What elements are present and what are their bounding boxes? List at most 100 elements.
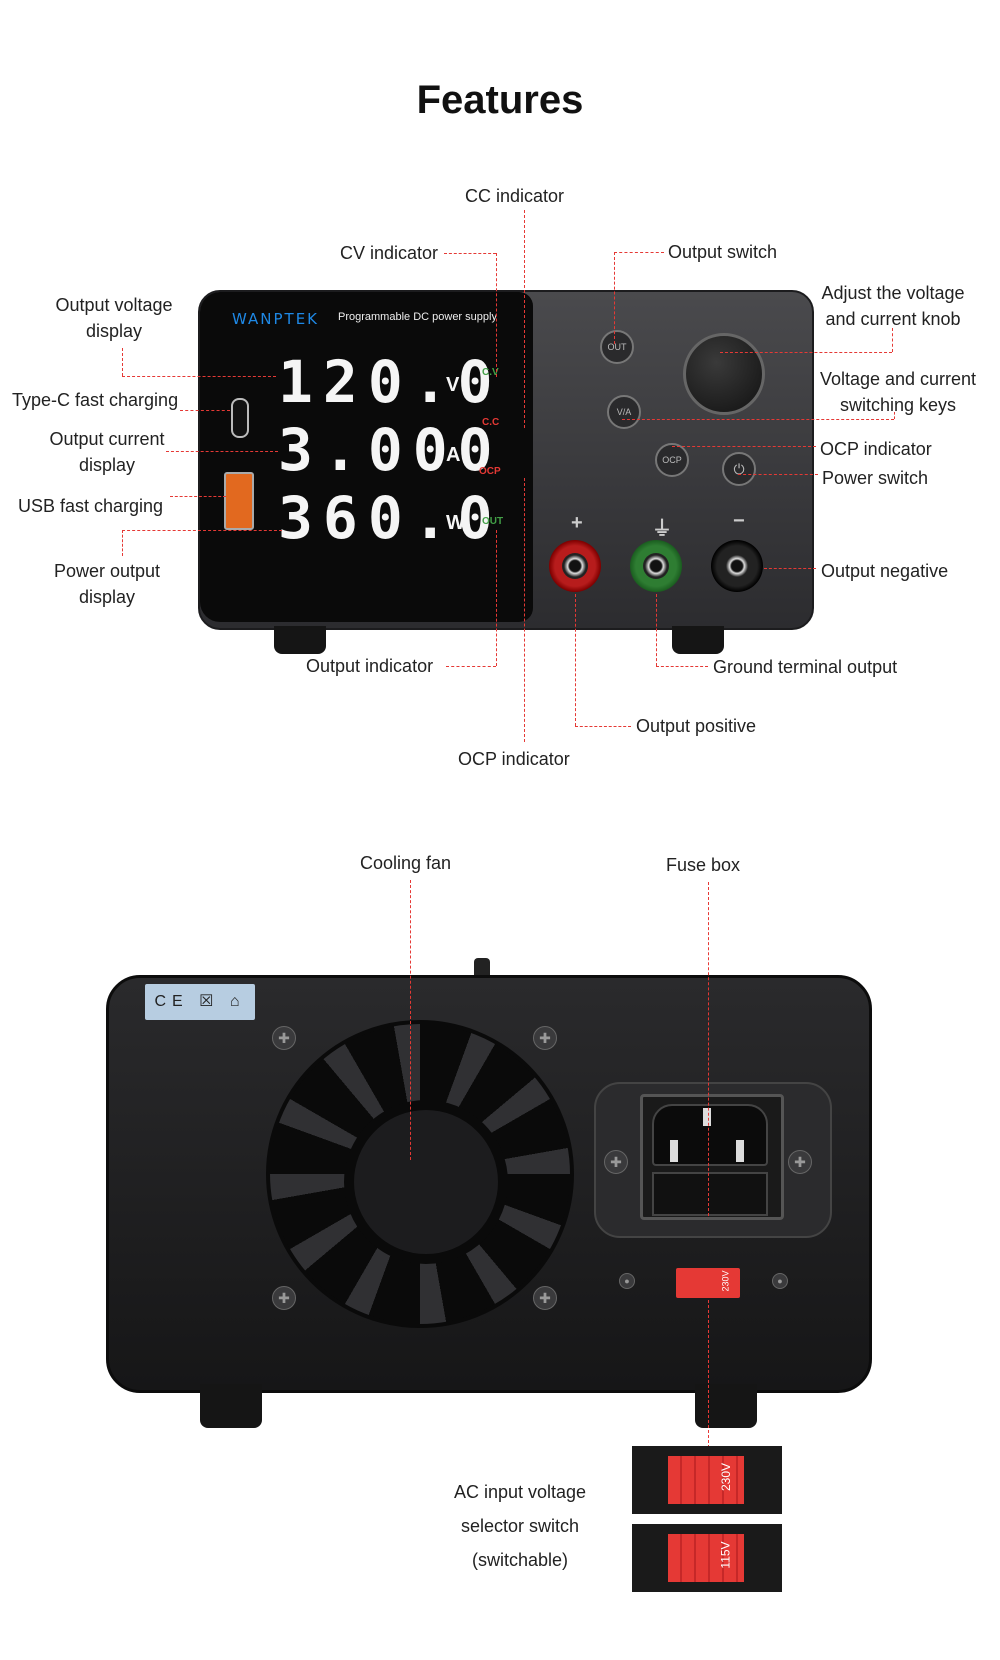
leader-output-switch-v <box>614 252 615 344</box>
label-output-voltage-display: Output voltage display <box>55 295 173 341</box>
leader-out-indicator-v <box>496 530 497 666</box>
label-ocp-indicator-bottom: OCP indicator <box>458 749 570 769</box>
power-display: 360.0 <box>278 484 503 552</box>
label-output-indicator: Output indicator <box>306 656 434 676</box>
ground-symbol: ⏚ <box>652 518 672 540</box>
switch-value: 230V <box>720 1270 731 1292</box>
leader-cv-h <box>444 253 496 254</box>
leader-fan <box>410 880 411 1160</box>
label-output-negative: Output negative <box>821 561 949 581</box>
small-screw-icon: ● <box>772 1273 788 1289</box>
label-ground-terminal: Ground terminal output <box>713 657 898 677</box>
leader-positive-v <box>575 594 576 726</box>
out-indicator: OUT <box>482 516 504 527</box>
leader-output-switch-h <box>614 252 664 253</box>
selector-115v-label: 115V <box>718 1541 733 1569</box>
brand-subtitle: Programmable DC power supply <box>338 311 497 323</box>
leader-positive-h <box>575 726 631 727</box>
fuse-box[interactable] <box>652 1172 768 1216</box>
leader-negative <box>764 568 816 569</box>
label-power-switch: Power switch <box>822 468 929 488</box>
label-cooling-fan: Cooling fan <box>360 853 452 873</box>
leader-ocp-right <box>672 446 816 447</box>
leader-current <box>166 451 278 452</box>
type-c-port[interactable] <box>231 398 249 438</box>
va-button[interactable]: V/A <box>607 395 641 429</box>
page-title: Features <box>416 78 584 122</box>
label-ac-selector-line3: (switchable) <box>471 1550 569 1570</box>
leader-typec <box>180 410 230 411</box>
ocp-indicator: OCP <box>479 466 501 477</box>
small-screw-icon: ● <box>619 1273 635 1289</box>
leader-cc <box>524 210 525 428</box>
out-button[interactable]: OUT <box>600 330 634 364</box>
leader-knob-v <box>892 328 893 352</box>
leader-power-switch <box>738 474 818 475</box>
leader-ocp-bottom <box>524 478 525 742</box>
front-foot-left <box>274 626 326 654</box>
label-usb: USB fast charging <box>18 496 164 516</box>
power-unit: W <box>446 512 465 534</box>
label-output-current-display: Output current display <box>49 429 165 475</box>
ground-terminal[interactable] <box>630 540 682 592</box>
positive-symbol: + <box>571 512 583 534</box>
negative-terminal[interactable] <box>711 540 763 592</box>
rear-foot-right <box>695 1384 757 1428</box>
label-power-output-display: Power output display <box>53 561 161 607</box>
leader-voltage-h <box>122 376 276 377</box>
label-ocp-indicator-right: OCP indicator <box>820 439 932 459</box>
voltage-display: 120.0 <box>278 348 503 416</box>
label-ac-selector-line1: AC input voltage <box>453 1482 587 1502</box>
leader-out-indicator-h <box>446 666 496 667</box>
voltage-unit: V <box>446 374 460 396</box>
front-foot-right <box>672 626 724 654</box>
label-adjust-knob: Adjust the voltage and current knob <box>821 283 965 329</box>
certification-label: CE ☒ ⌂ <box>145 984 255 1020</box>
leader-ground-h <box>656 666 708 667</box>
fan-screw-icon: ✚ <box>272 1026 296 1050</box>
negative-symbol: − <box>733 510 745 532</box>
leader-va-h <box>622 419 894 420</box>
leader-power-h <box>122 530 282 531</box>
leader-va-v <box>894 412 895 419</box>
label-ac-selector: AC input voltage selector switch (switch… <box>440 1475 600 1577</box>
current-display: 3.000 <box>278 416 503 484</box>
rear-foot-left <box>200 1384 262 1428</box>
leader-voltage-v <box>122 348 123 376</box>
inlet-screw-icon: ✚ <box>788 1150 812 1174</box>
leader-cv-v <box>496 253 497 377</box>
fan-screw-icon: ✚ <box>533 1286 557 1310</box>
socket-pin <box>670 1140 678 1162</box>
cc-indicator: C.C <box>482 417 500 428</box>
leader-fuse <box>708 882 709 1216</box>
fan-hub <box>344 1100 508 1264</box>
positive-terminal[interactable] <box>549 540 601 592</box>
leader-knob-h <box>720 352 892 353</box>
label-fuse-box: Fuse box <box>666 855 741 875</box>
socket-pin <box>736 1140 744 1162</box>
label-output-switch: Output switch <box>668 242 778 262</box>
leader-usb <box>170 496 226 497</box>
socket-pin <box>703 1108 711 1126</box>
current-unit: A <box>446 444 461 466</box>
power-button[interactable]: ⏻ <box>722 452 756 486</box>
fan-screw-icon: ✚ <box>533 1026 557 1050</box>
top-screw <box>474 958 490 976</box>
brand-logo: WANPTEK <box>232 310 320 328</box>
selector-115v: 115V <box>632 1524 782 1592</box>
selector-230v: 230V <box>632 1446 782 1514</box>
cv-indicator: C.V <box>482 367 499 378</box>
ocp-button[interactable]: OCP <box>655 443 689 477</box>
display-panel <box>200 292 533 622</box>
label-cv-indicator: CV indicator <box>340 243 439 263</box>
leader-power-v <box>122 530 123 556</box>
label-ac-selector-line2: selector switch <box>460 1516 580 1536</box>
leader-ground-v <box>656 594 657 666</box>
label-output-positive: Output positive <box>636 716 757 736</box>
label-va-keys: Voltage and current switching keys <box>819 369 977 415</box>
label-cc-indicator: CC indicator <box>465 186 565 206</box>
adjust-knob[interactable] <box>683 333 765 415</box>
leader-selector <box>708 1290 709 1468</box>
inlet-screw-icon: ✚ <box>604 1150 628 1174</box>
usb-port[interactable] <box>224 472 254 530</box>
